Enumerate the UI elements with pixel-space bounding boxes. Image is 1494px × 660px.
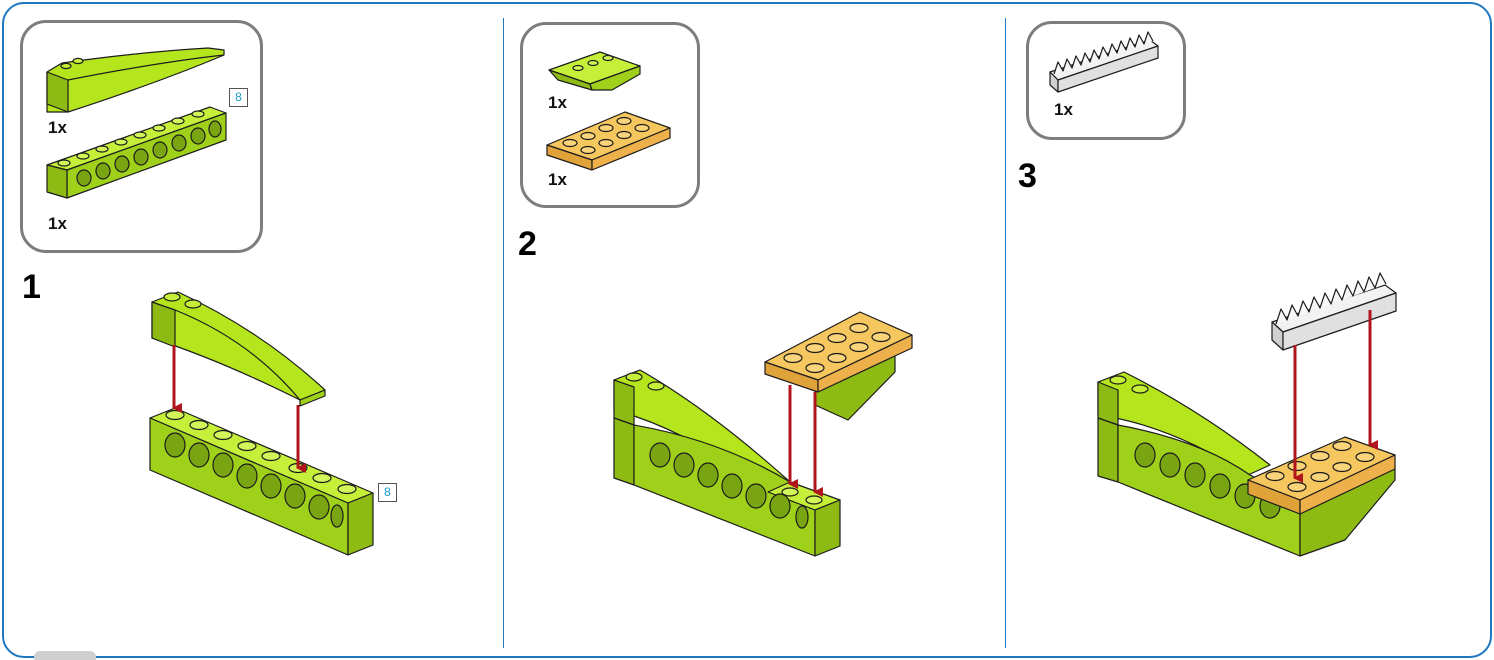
step-2-parts-callout bbox=[520, 22, 700, 208]
step-3-part-1-qty: 1x bbox=[1054, 100, 1073, 119]
step-2-part-2-qty: 1x bbox=[548, 170, 567, 189]
step-2-number: 2 bbox=[518, 225, 537, 263]
step-2-part-1-qty: 1x bbox=[548, 93, 567, 112]
step-divider-1 bbox=[503, 18, 504, 648]
step-1-number: 1 bbox=[22, 268, 41, 306]
step-3-number: 3 bbox=[1018, 157, 1037, 195]
step-2-plate bbox=[764, 311, 913, 393]
step-3-gear-rack bbox=[1271, 272, 1397, 351]
step-3-plate bbox=[1247, 436, 1396, 515]
step-3-partial-model bbox=[1097, 371, 1396, 557]
step-1-part-2-qty: 1x bbox=[48, 214, 67, 233]
placement-arrows bbox=[172, 310, 1378, 497]
assembly-beam-length-label: 8 bbox=[378, 483, 397, 502]
callout-inverted-slope-icon bbox=[548, 51, 641, 91]
beam-length-label: 8 bbox=[229, 88, 248, 107]
step-1-technic-beam bbox=[149, 407, 374, 556]
step-1-curved-slope bbox=[151, 291, 326, 407]
page-corner-tab bbox=[34, 651, 96, 660]
step-2-partial-model bbox=[613, 369, 841, 557]
callout-gear-rack-icon bbox=[1049, 31, 1159, 93]
callout-plate-icon bbox=[546, 111, 671, 171]
callout-curved-slope-icon bbox=[46, 47, 225, 113]
step-divider-2 bbox=[1005, 18, 1006, 648]
callout-technic-beam-icon bbox=[46, 106, 227, 199]
step-1-part-1-qty: 1x bbox=[48, 118, 67, 137]
